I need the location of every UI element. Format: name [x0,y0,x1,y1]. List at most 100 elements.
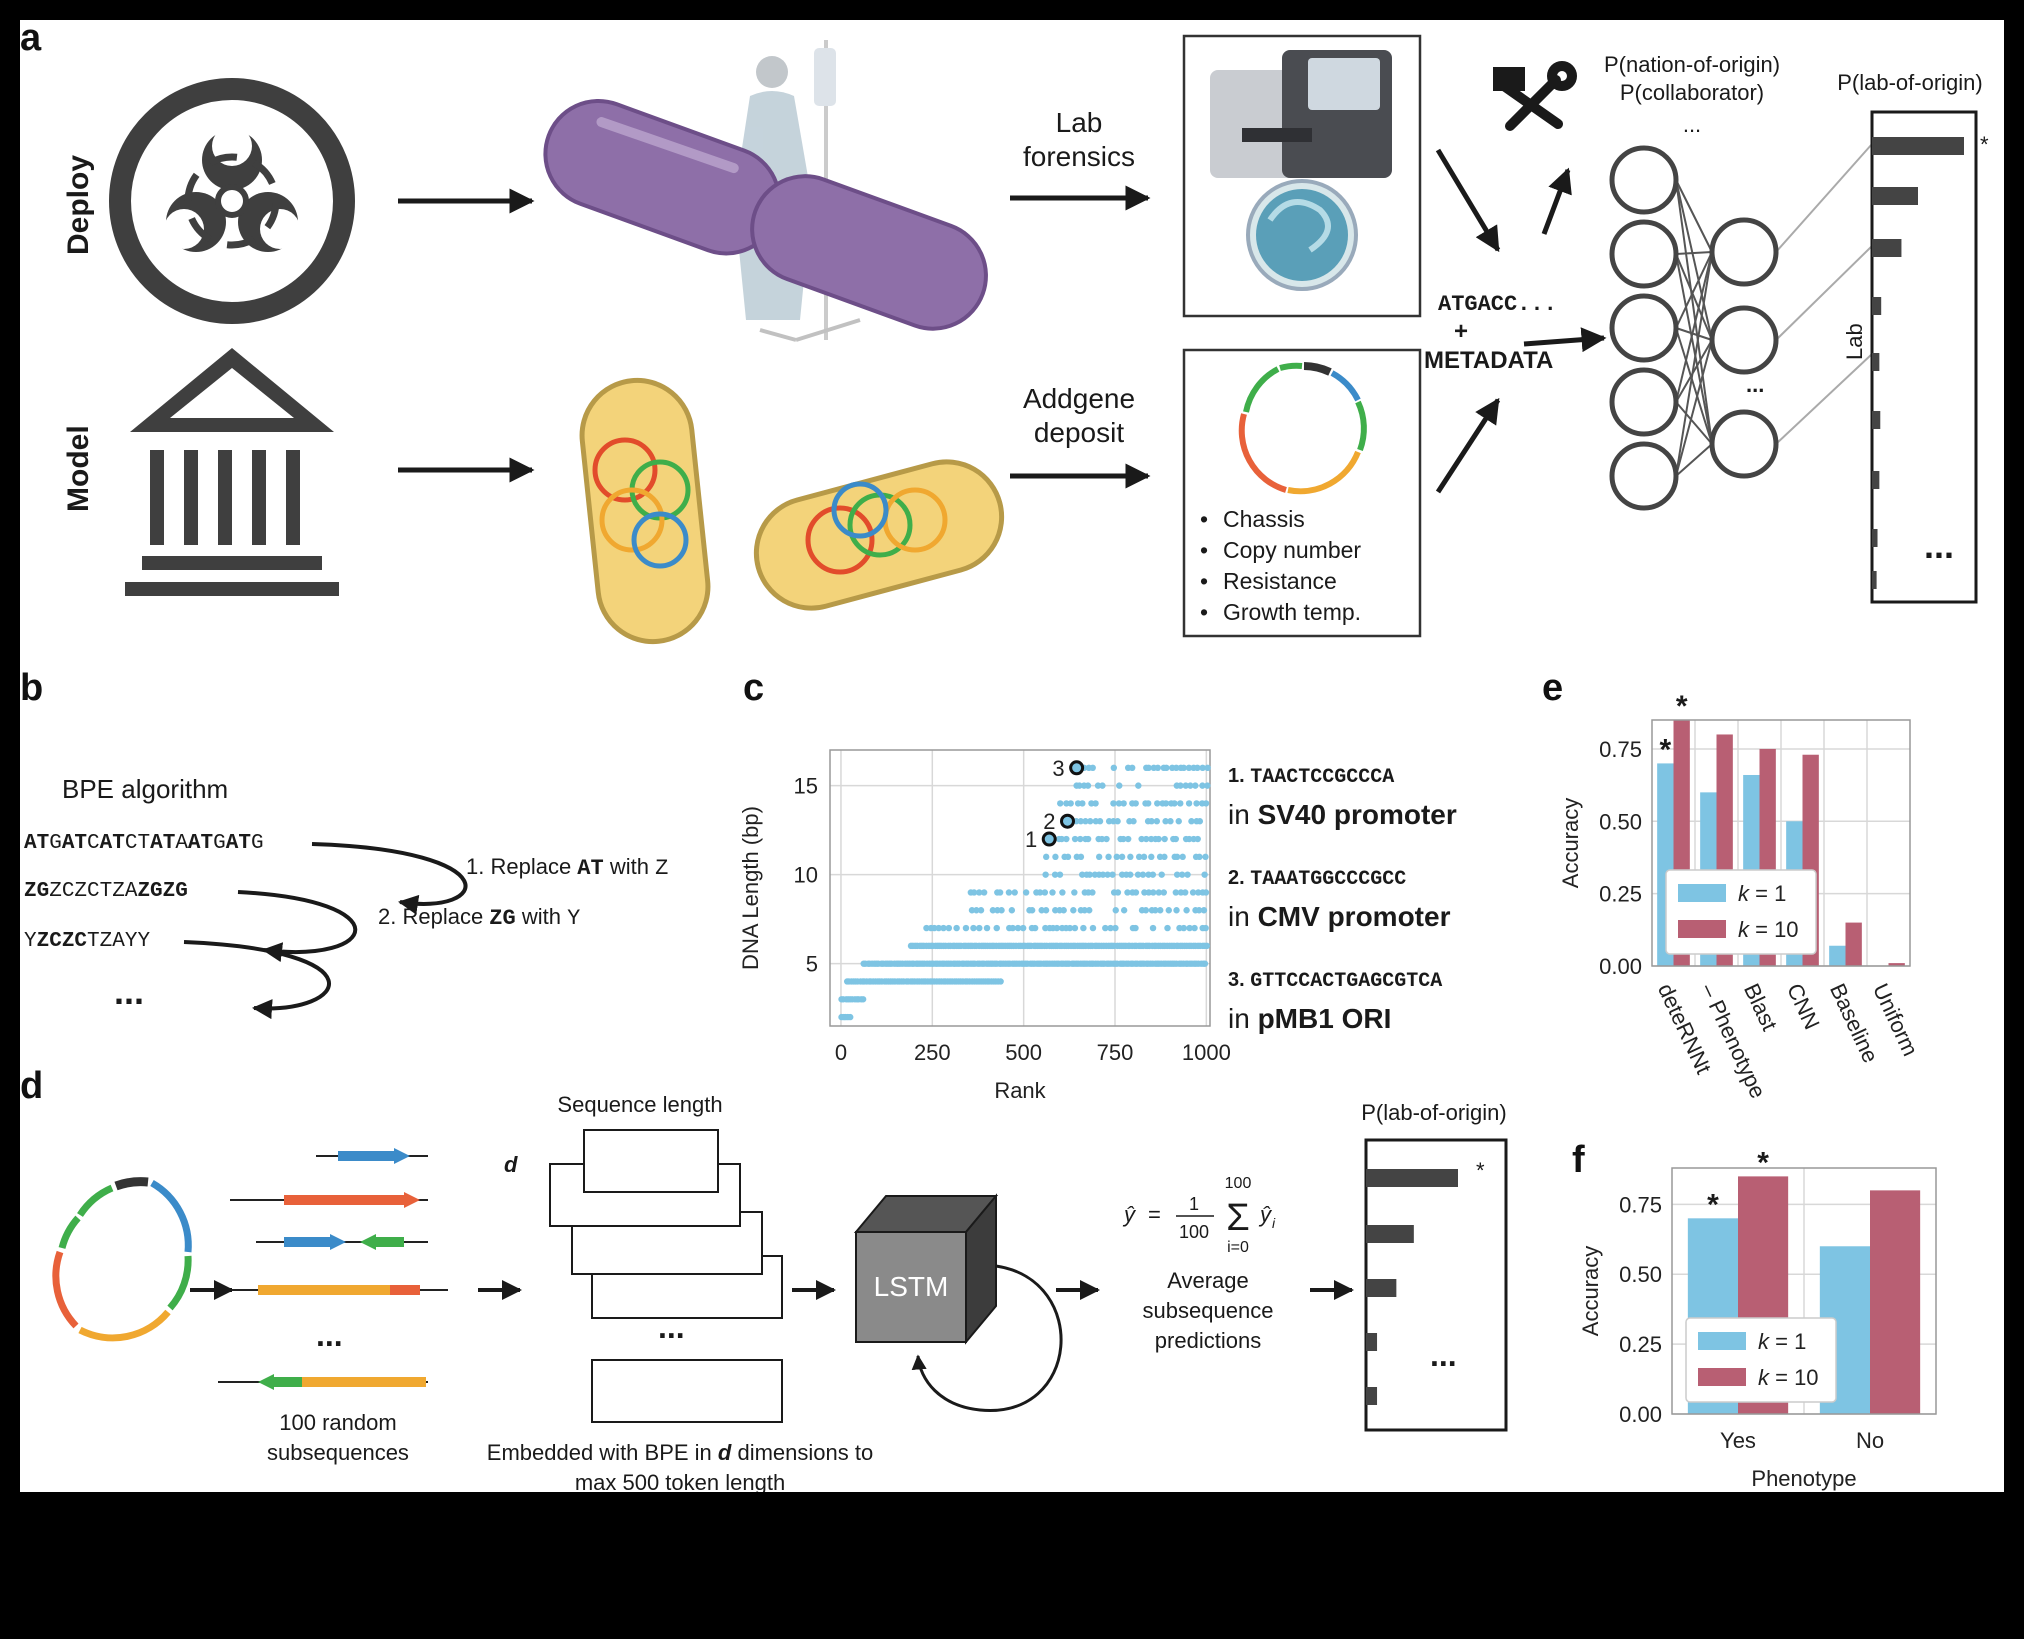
data-point [968,907,976,914]
motif-region: in CMV promoter [1228,901,1451,932]
svg-text:•: • [1200,537,1208,563]
data-point [1058,835,1065,843]
bacterium-vertical [579,377,711,645]
data-point [1161,853,1168,861]
bpe-sequence-2: ZGZCZCTZAZGZG [24,880,188,903]
data-point [1071,835,1079,843]
data-point [1199,764,1206,772]
data-point [1099,871,1107,878]
embed-caption-2: max 500 token length [575,1470,785,1492]
sequencer-icon [1210,50,1392,178]
y-tick-label: 0.25 [1599,882,1642,907]
highlight-label: 1 [1025,827,1037,852]
institution-icon [125,348,339,596]
data-point [1053,924,1061,932]
lab-bar [1872,529,1878,547]
data-point [1110,800,1117,807]
data-point [1063,835,1070,843]
bpe-arrow-1 [311,842,468,915]
data-point [1098,835,1106,843]
svg-text:i=0: i=0 [1227,1239,1249,1256]
plot-frame [1671,1167,1937,1415]
data-point [1084,782,1092,789]
lab-bar [1872,187,1918,205]
data-point [1011,889,1018,896]
data-point [1143,835,1150,843]
data-point [1079,800,1086,807]
data-point [1019,924,1027,932]
output-title-d: P(lab-of-origin) [1361,1100,1507,1125]
side-output-nation: P(nation-of-origin) [1604,52,1780,77]
data-point [1051,871,1059,878]
data-point [1186,924,1193,932]
data-point [1171,800,1178,807]
data-point [1132,800,1139,807]
data-point [1153,818,1161,825]
data-point [1154,800,1161,807]
data-point [1014,924,1022,932]
data-point [1185,800,1193,807]
data-point [1022,889,1030,896]
data-point [1175,818,1182,825]
addgene-deposit-line2: deposit [1034,417,1125,448]
data-point [1177,800,1184,807]
motif-region: in SV40 promoter [1228,799,1457,830]
data-point [1196,818,1204,825]
accuracy-bar-chart-e: 0.000.250.500.75**deteRNNt– PhenotypeBla… [1558,690,1923,1102]
legend-label: k = 10 [1758,1365,1819,1390]
data-point [970,889,978,896]
data-point [1173,764,1180,772]
data-point [1077,853,1085,861]
data-point [1130,818,1137,825]
petri-dish-icon [1246,179,1358,291]
nn-output-edge [1775,245,1873,341]
data-point [973,907,980,914]
data-point [976,924,983,932]
data-point [1104,871,1111,878]
data-point [1185,764,1193,772]
data-point [1059,889,1066,896]
data-point [1031,924,1039,932]
panel-label-b: b [20,667,43,709]
embed-caption-1: Embedded with BPE in d dimensions to [487,1440,873,1465]
bpe-sequence-3: YZCZCTZAYY [24,930,150,953]
panel-label-e: e [1542,667,1563,709]
y-tick-label: 0.00 [1619,1402,1662,1427]
data-point [1114,818,1121,825]
output-bar [1366,1225,1414,1243]
nn-input-node [1609,293,1679,363]
data-point [1135,782,1142,789]
data-point [1189,889,1197,896]
row-label-deploy: Deploy [62,155,95,255]
highlight-point [1041,831,1057,847]
nn-edge [1675,253,1713,341]
data-point [1087,818,1094,825]
motif-region: in pMB1 ORI [1228,1003,1391,1034]
x-axis-label: Rank [994,1078,1046,1103]
highlight-label: 2 [1043,809,1055,834]
data-point [1162,800,1170,807]
data-point [1200,907,1208,914]
legend-label: k = 1 [1758,1329,1806,1354]
nn-output-edge [1775,143,1873,253]
svg-text:100: 100 [1225,1175,1252,1192]
data-point [1086,907,1093,914]
data-point [1162,818,1169,825]
significance-star: * [1659,733,1671,766]
legend-swatch [1678,920,1726,938]
lab-bar [1872,297,1882,315]
metadata-item: Copy number [1223,537,1361,563]
data-point [1115,800,1123,807]
data-point [1071,924,1079,932]
data-point [1163,764,1170,772]
data-point [1049,889,1056,896]
data-point [1155,835,1162,843]
data-point [945,924,953,932]
data-point [1124,835,1132,843]
plot-frame [829,749,1211,1027]
svg-text:ŷ: ŷ [1122,1202,1137,1227]
nn-edge [1675,179,1713,341]
dna-sequence: ATGACC... [1438,292,1557,317]
nn-hidden-node [1709,409,1779,479]
